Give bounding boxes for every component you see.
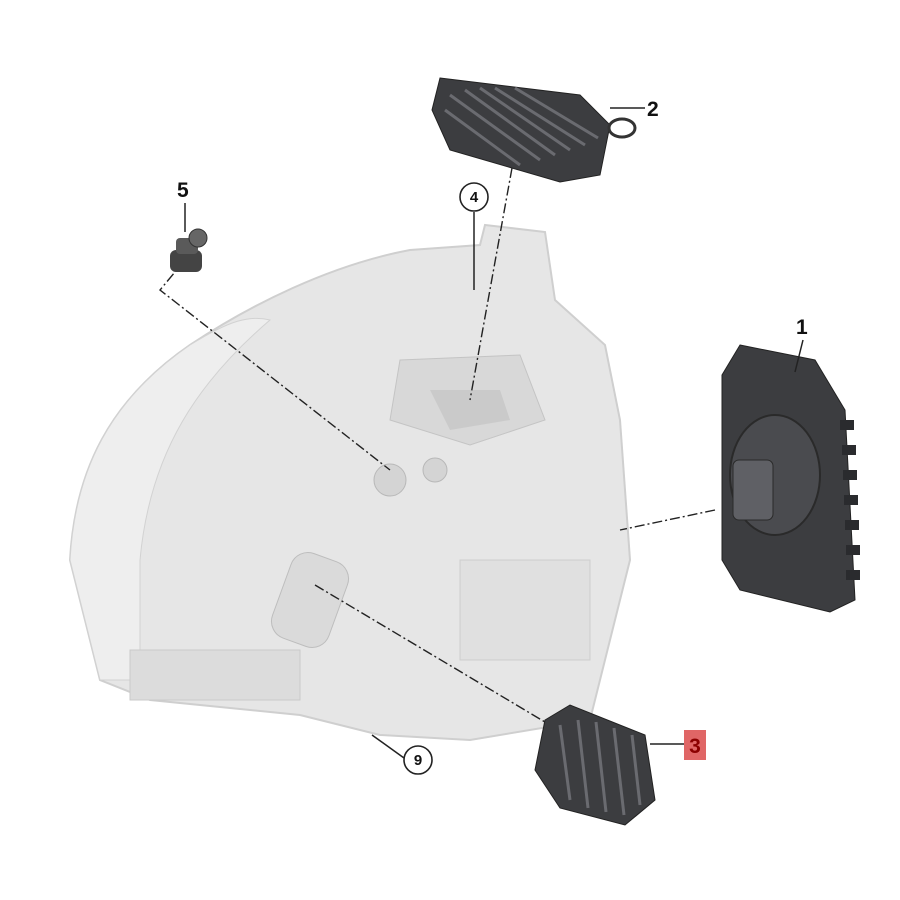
callout-1: 1 [796, 316, 808, 339]
leader-line-2 [469, 167, 513, 401]
part-3-heatsink [534, 704, 656, 826]
part-5-adjusting-screw [170, 228, 208, 272]
svg-text:4: 4 [470, 189, 479, 206]
part-1-control-unit [721, 344, 860, 613]
leader-line-3 [314, 584, 551, 726]
leader-line-1 [619, 509, 716, 531]
callout-2: 2 [647, 98, 659, 121]
svg-text:3: 3 [689, 735, 701, 758]
callout-5: 5 [177, 179, 189, 202]
headlamp-housing [68, 223, 632, 742]
callout-9: 9 [403, 745, 433, 775]
svg-text:9: 9 [414, 752, 422, 769]
callout-4: 4 [459, 182, 489, 212]
part-2-heatsink [431, 77, 637, 183]
callout-leaders [184, 107, 804, 759]
callout-3-highlighted[interactable]: 3 [684, 730, 706, 760]
